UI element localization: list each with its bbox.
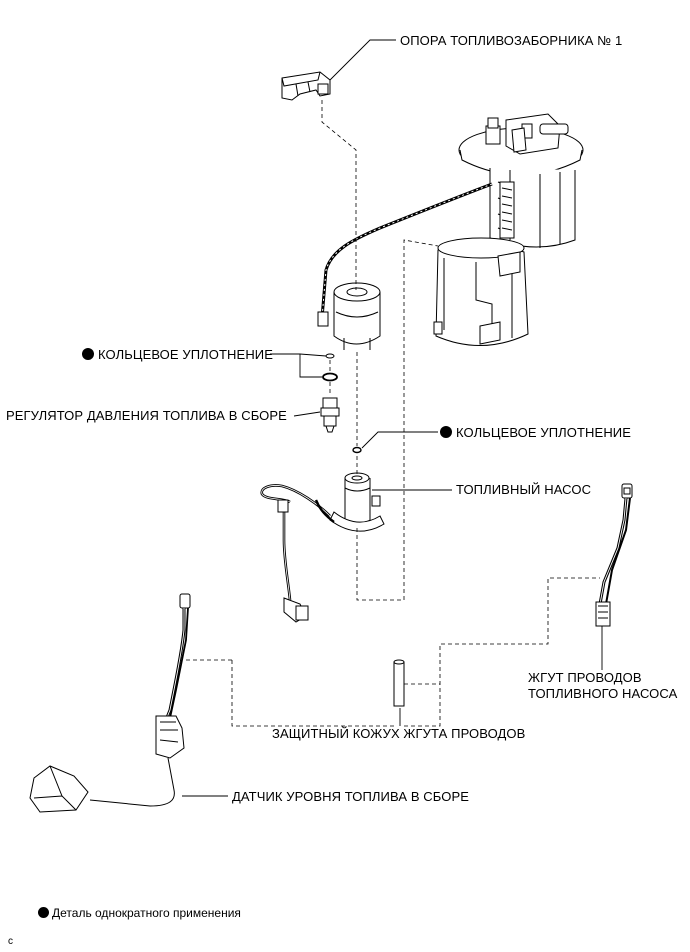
label-fuel-pump-harness-line1: ЖГУТ ПРОВОДОВ	[528, 670, 642, 685]
label-wire-harness-protector: ЗАЩИТНЫЙ КОЖУХ ЖГУТА ПРОВОДОВ	[272, 726, 526, 741]
fuel-sender-gauge-part	[29, 593, 191, 813]
fuel-pump-housing-part	[433, 237, 529, 346]
fuel-suction-assembly-part	[317, 113, 584, 327]
o-ring-pump-part	[352, 446, 362, 454]
fuel-filter-part	[333, 282, 381, 350]
o-ring-small-part	[325, 353, 335, 359]
fuel-pump-wire-harness-part	[595, 483, 633, 627]
label-o-ring-left-text: КОЛЬЦЕВОЕ УПЛОТНЕНИЕ	[98, 347, 274, 362]
label-fuel-suction-bracket: ОПОРА ТОПЛИВОЗАБОРНИКА № 1	[400, 33, 623, 48]
figure-code: c	[8, 936, 13, 947]
label-fuel-pump: ТОПЛИВНЫЙ НАСОС	[456, 482, 592, 497]
fuel-suction-bracket-part	[281, 71, 331, 101]
label-o-ring-right: КОЛЬЦЕВОЕ УПЛОТНЕНИЕ	[440, 425, 631, 441]
single-use-marker-icon	[82, 348, 94, 360]
wire-harness-protector-part	[393, 659, 405, 707]
fuel-pressure-regulator-part	[320, 397, 340, 433]
label-o-ring-right-text: КОЛЬЦЕВОЕ УПЛОТНЕНИЕ	[456, 425, 632, 440]
filled-circle-icon	[38, 907, 49, 918]
label-o-ring-left: КОЛЬЦЕВОЕ УПЛОТНЕНИЕ	[82, 347, 273, 363]
label-fuel-pump-harness-line2: ТОПЛИВНОГО НАСОСА	[528, 686, 678, 701]
fuel-pump-part	[260, 472, 385, 623]
single-use-marker-icon	[440, 426, 452, 438]
legend-text: Деталь однократного применения	[52, 906, 241, 920]
label-fuel-pressure-regulator: РЕГУЛЯТОР ДАВЛЕНИЯ ТОПЛИВА В СБОРЕ	[6, 408, 287, 423]
legend-note: Деталь однократного применения	[38, 906, 241, 920]
o-ring-large-part	[322, 372, 338, 382]
label-fuel-sender-gauge: ДАТЧИК УРОВНЯ ТОПЛИВА В СБОРЕ	[232, 789, 470, 804]
